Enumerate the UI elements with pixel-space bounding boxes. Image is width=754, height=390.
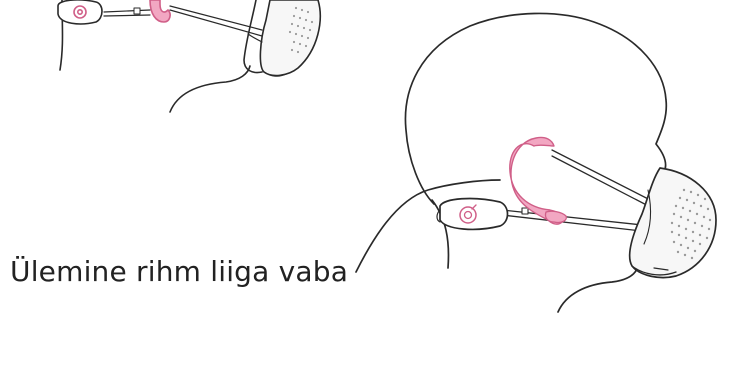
caption-upper-strap-too-loose: Ülemine rihm liiga vaba: [10, 255, 348, 288]
partial-mask-shell: [260, 0, 320, 75]
jaw-line: [558, 266, 638, 312]
partial-face-line: [244, 0, 262, 73]
partial-head-figure: [58, 0, 320, 112]
partial-strap-line: [104, 10, 150, 16]
partial-pink-ear-hook: [150, 0, 170, 22]
strap-buckle: [522, 208, 528, 214]
partial-jaw-line: [170, 66, 250, 112]
pink-strap-tab: [545, 211, 566, 222]
main-head-figure: [356, 13, 716, 312]
regulator-ring: [460, 207, 476, 223]
partial-regulator-ring: [74, 6, 86, 18]
head-outline: [405, 13, 666, 204]
